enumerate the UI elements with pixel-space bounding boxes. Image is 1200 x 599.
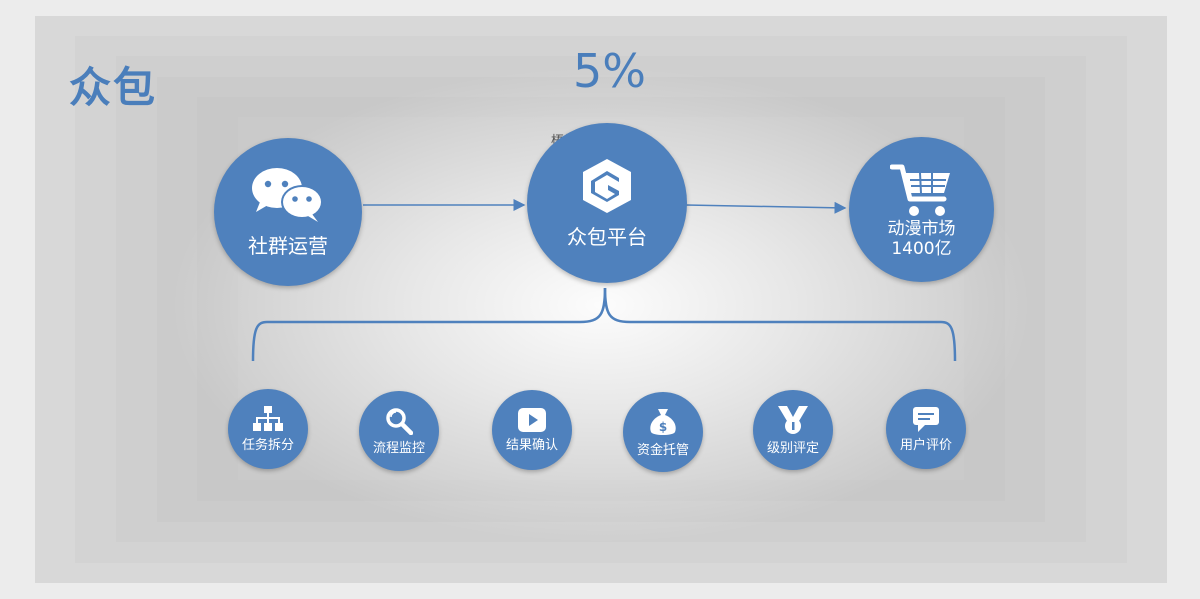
play-icon — [518, 407, 546, 432]
market-label-line2: 1400亿 — [891, 238, 952, 259]
svg-text:$: $ — [659, 420, 667, 434]
feature-label: 资金托管 — [636, 442, 689, 458]
page-title: 众包 — [69, 63, 158, 112]
market-label-line1: 动漫市场 — [887, 218, 956, 239]
diagram-canvas: 众包 5% 梧桐树下整理 社群运营 — [35, 16, 1167, 583]
medal-icon — [778, 405, 808, 434]
connector-lines — [251, 199, 957, 362]
platform-label: 众包平台 — [567, 224, 647, 249]
feature-label: 用户评价 — [899, 437, 952, 453]
magnifier-icon — [386, 407, 413, 435]
money-bag-icon: $ — [650, 408, 676, 435]
community-node: 社群运营 — [214, 138, 362, 286]
market-node: 动漫市场 1400亿 — [849, 137, 994, 282]
center-glow — [35, 16, 1167, 583]
feature-process-monitor: 流程监控 — [359, 391, 439, 471]
g-logo-icon — [583, 158, 631, 213]
feature-label: 级别评定 — [766, 440, 819, 456]
feature-result-confirm: 结果确认 — [492, 390, 572, 470]
wechat-icon — [252, 167, 323, 222]
chat-icon — [913, 406, 939, 432]
platform-node: 众包平台 — [527, 123, 687, 283]
feature-level-rating: 级别评定 — [753, 390, 833, 470]
feature-label: 流程监控 — [372, 440, 425, 456]
arrow-platform-to-market — [685, 201, 847, 214]
org-chart-icon — [253, 405, 283, 431]
feature-label: 任务拆分 — [241, 437, 294, 453]
feature-fund-escrow: $ 资金托管 — [623, 392, 703, 472]
feature-label: 结果确认 — [505, 437, 558, 453]
share-percent: 5% — [573, 44, 646, 98]
feature-user-review: 用户评价 — [886, 389, 966, 469]
community-label: 社群运营 — [248, 233, 328, 258]
shopping-cart-icon — [889, 164, 950, 216]
brace-left — [251, 287, 607, 362]
feature-task-split: 任务拆分 — [228, 389, 308, 469]
brace-right — [603, 287, 957, 362]
